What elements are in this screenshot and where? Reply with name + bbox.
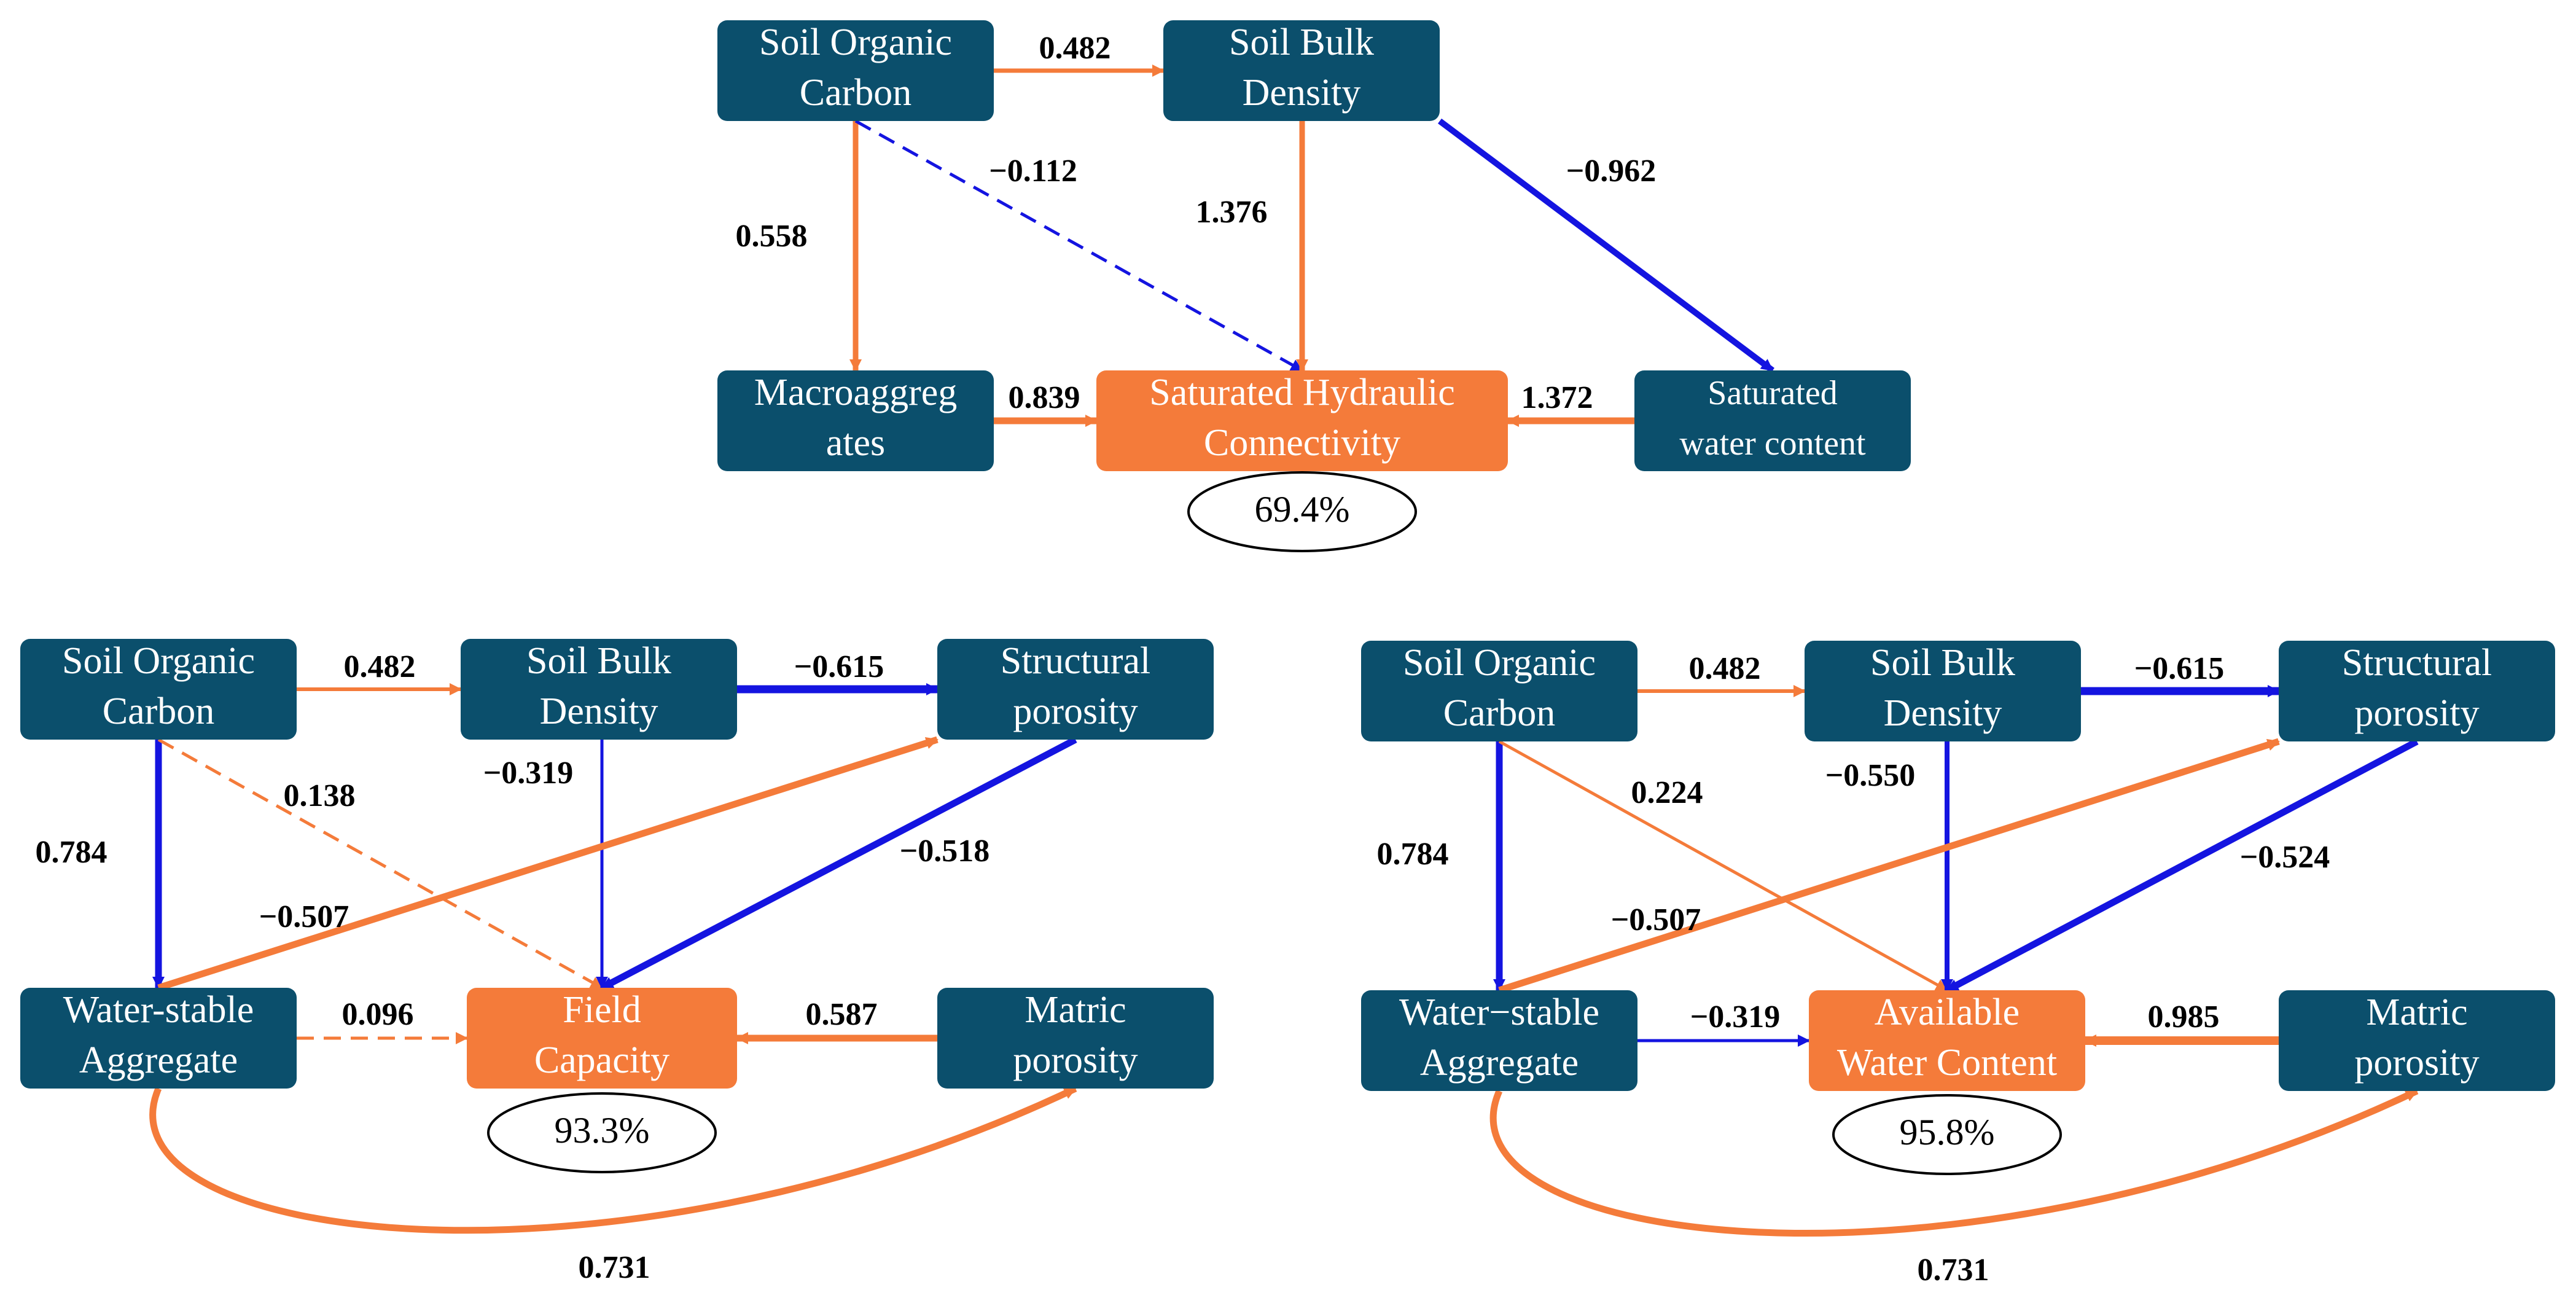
node-label-fc: Field bbox=[563, 989, 641, 1031]
edge-label-wsa-mp: 0.731 bbox=[1918, 1253, 1989, 1288]
variance-explained-top: 69.4% bbox=[1187, 471, 1417, 552]
node-label-swc: Saturated bbox=[1708, 374, 1837, 412]
edge-label-soc-sbd: 0.482 bbox=[1689, 651, 1761, 686]
node-label-soc: Soil Organic bbox=[1403, 642, 1596, 684]
edge-label-sbd-sp: −0.615 bbox=[794, 649, 884, 684]
node-label-mac: ates bbox=[826, 422, 885, 464]
edge-label-soc-wsa: 0.784 bbox=[1377, 837, 1449, 872]
node-label-soc: Carbon bbox=[800, 72, 912, 114]
edge-label-wsa-mp: 0.731 bbox=[579, 1250, 650, 1285]
node-label-soc: Carbon bbox=[1443, 692, 1556, 734]
edge-soc-fc bbox=[157, 738, 603, 990]
edge-label-sbd-fc: −0.319 bbox=[483, 756, 574, 791]
node-label-mac: Macroaggreg bbox=[754, 372, 958, 413]
node-label-sp: porosity bbox=[2354, 692, 2479, 734]
diagram-top: 0.482 0.558 −0.112 1.376 −0.962 0.839 1.372 Soi… bbox=[717, 20, 1911, 552]
edge-label-soc-mac: 0.558 bbox=[736, 219, 808, 254]
node-label-wsa: Aggregate bbox=[1420, 1042, 1579, 1084]
node-sp: Structural porosity bbox=[937, 639, 1214, 740]
edge-label-wsa-sp: −0.507 bbox=[1611, 902, 1701, 937]
diagram-right: 0.482 −0.615 0.784 0.224 −0.550 −0.524 −0.507 −… bbox=[1361, 641, 2555, 1288]
node-label-shc: Saturated Hydraulic bbox=[1149, 372, 1455, 413]
edge-label-mac-shc: 0.839 bbox=[1009, 380, 1080, 415]
node-label-sbd: Density bbox=[1243, 72, 1361, 114]
variance-explained-left: 93.3% bbox=[487, 1092, 717, 1173]
edge-wsa-mp bbox=[149, 1085, 1077, 1234]
node-label-sbd: Soil Bulk bbox=[1870, 642, 2015, 684]
edge-label-mp-awc: 0.985 bbox=[2148, 999, 2220, 1034]
edge-label-swc-shc: 1.372 bbox=[1521, 380, 1593, 415]
edge-label-sbd-awc: −0.550 bbox=[1825, 758, 1916, 793]
node-label-mp: porosity bbox=[1013, 1039, 1138, 1081]
node-label-mp: Matric bbox=[1025, 989, 1126, 1031]
edge-label-sp-awc: −0.524 bbox=[2240, 840, 2330, 875]
node-label-sbd: Soil Bulk bbox=[526, 640, 671, 682]
node-label-fc: Capacity bbox=[534, 1039, 669, 1081]
edge-label-sp-fc: −0.518 bbox=[900, 834, 990, 869]
node-label-swc: water content bbox=[1679, 424, 1866, 463]
edge-label-soc-awc: 0.224 bbox=[1631, 775, 1703, 810]
node-mp: Matric porosity bbox=[2279, 990, 2555, 1091]
variance-explained-label: 69.4% bbox=[1255, 489, 1350, 530]
edge-label-mp-fc: 0.587 bbox=[806, 997, 878, 1032]
node-label-sp: Structural bbox=[1001, 640, 1151, 682]
edge-sbd-swc bbox=[1438, 118, 1774, 373]
node-label-wsa: Aggregate bbox=[79, 1039, 238, 1081]
edge-label-wsa-sp: −0.507 bbox=[259, 899, 349, 934]
node-label-soc: Soil Organic bbox=[62, 640, 255, 682]
edge-label-soc-sbd: 0.482 bbox=[344, 649, 416, 684]
edge-wsa-sp bbox=[1498, 738, 2280, 994]
variance-explained-label: 93.3% bbox=[555, 1110, 650, 1151]
edge-label-sbd-shc: 1.376 bbox=[1196, 195, 1268, 230]
node-label-awc: Water Content bbox=[1837, 1042, 2057, 1084]
edge-wsa-mp bbox=[1489, 1088, 2419, 1237]
diagram-left: 0.482 −0.615 0.784 0.138 −0.319 −0.518 −0.507 0… bbox=[20, 639, 1214, 1285]
node-label-sbd: Density bbox=[1884, 692, 2002, 734]
edge-label-soc-fc: 0.138 bbox=[284, 778, 356, 813]
node-label-sp: Structural bbox=[2342, 642, 2492, 684]
edge-label-soc-wsa: 0.784 bbox=[36, 835, 107, 870]
node-swc: Saturated water content bbox=[1634, 370, 1911, 471]
node-label-wsa: Water-stable bbox=[63, 989, 254, 1031]
node-label-sbd: Density bbox=[540, 690, 658, 732]
edge-wsa-sp bbox=[157, 736, 939, 991]
node-label-soc: Soil Organic bbox=[759, 22, 952, 63]
node-sp: Structural porosity bbox=[2279, 641, 2555, 741]
edge-label-wsa-fc: 0.096 bbox=[342, 997, 414, 1032]
edge-sp-fc bbox=[600, 737, 1077, 991]
node-label-mp: Matric bbox=[2366, 991, 2467, 1033]
node-label-sp: porosity bbox=[1013, 690, 1138, 732]
node-label-soc: Carbon bbox=[103, 690, 215, 732]
edge-label-sbd-swc: −0.962 bbox=[1566, 154, 1657, 189]
edge-label-wsa-awc: −0.319 bbox=[1690, 999, 1781, 1034]
edge-label-soc-shc: −0.112 bbox=[989, 154, 1077, 189]
node-label-sbd: Soil Bulk bbox=[1229, 22, 1374, 63]
node-label-shc: Connectivity bbox=[1204, 422, 1400, 464]
node-label-awc: Available bbox=[1875, 991, 2020, 1033]
node-label-wsa: Water−stable bbox=[1399, 991, 1599, 1033]
edge-soc-awc bbox=[1498, 740, 1948, 992]
variance-explained-label: 95.8% bbox=[1900, 1112, 1995, 1152]
edge-label-soc-sbd: 0.482 bbox=[1039, 31, 1111, 66]
edge-sp-awc bbox=[1945, 738, 2419, 993]
edge-label-sbd-sp: −0.615 bbox=[2134, 651, 2225, 686]
variance-explained-right: 95.8% bbox=[1832, 1094, 2062, 1175]
node-label-mp: porosity bbox=[2354, 1042, 2479, 1084]
node-mac: Macroaggreg ates bbox=[717, 370, 994, 471]
node-mp: Matric porosity bbox=[937, 988, 1214, 1089]
edge-soc-shc bbox=[854, 119, 1303, 372]
